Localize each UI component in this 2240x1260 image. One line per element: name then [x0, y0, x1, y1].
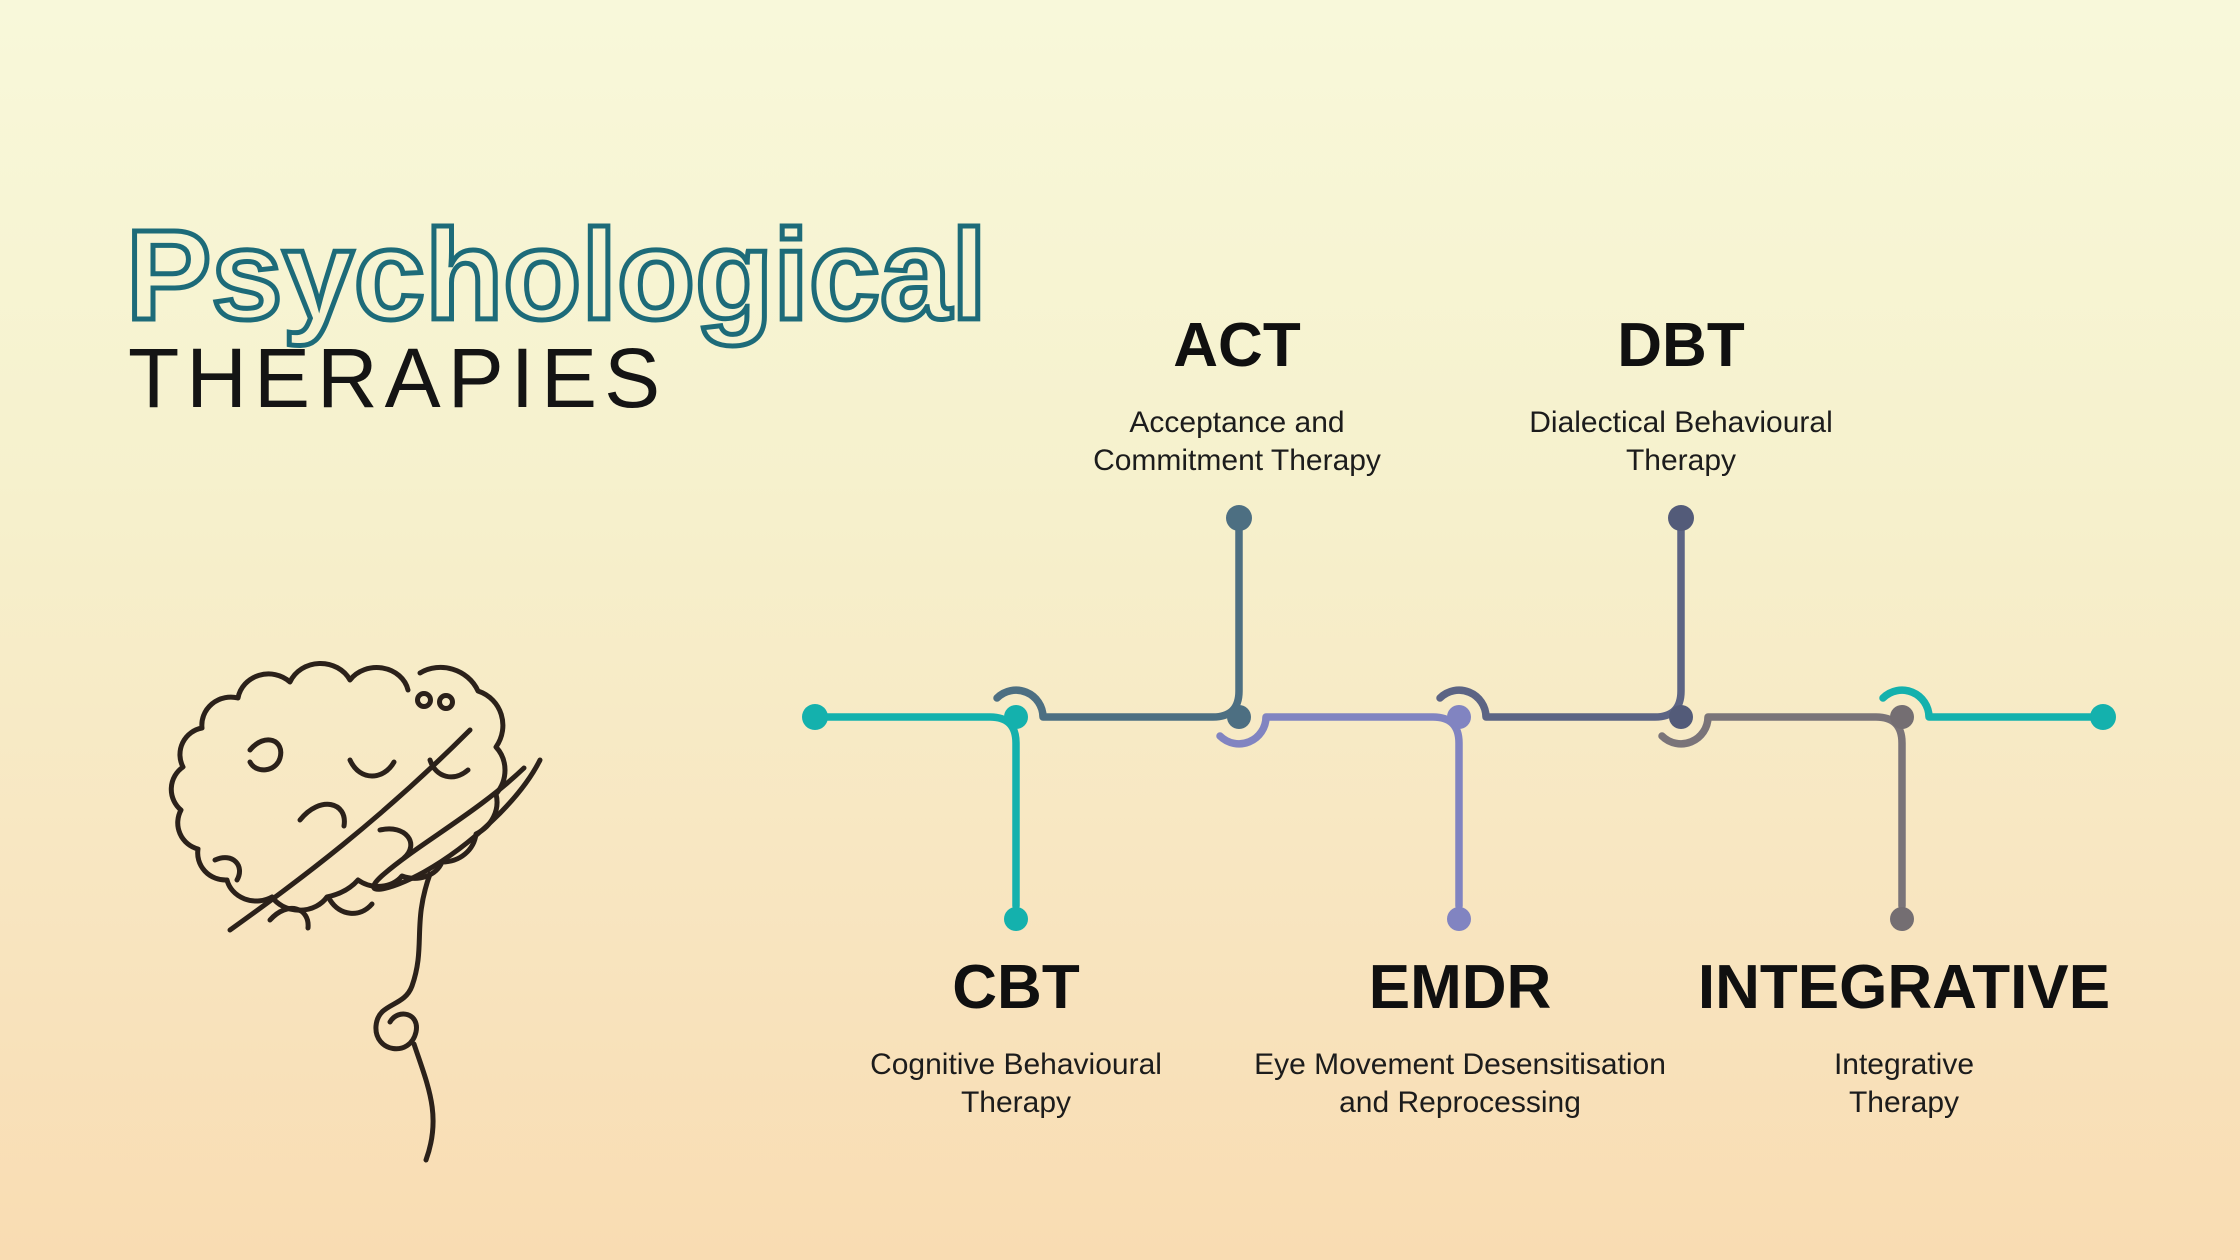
timeline-endpoint-left-dot [802, 704, 828, 730]
brain-gyri [212, 727, 473, 933]
branch-end-dot-act [1226, 505, 1252, 531]
brain-curl-right [437, 693, 455, 711]
therapy-abbr-act: ACT [1173, 311, 1301, 380]
timeline-segment-emdr-dbt [1436, 514, 1685, 721]
therapy-desc-dbt: Dialectical Behavioural Therapy [1361, 404, 2001, 480]
therapy-abbr-cbt: CBT [952, 953, 1080, 1022]
therapy-label-act: ACT Acceptance and Commitment Therapy [917, 312, 1557, 480]
therapy-desc-integrative: Integrative Therapy [1584, 1046, 2224, 1122]
therapy-abbr-integrative: INTEGRATIVE [1697, 953, 2111, 1022]
therapy-desc-line1: Eye Movement Desensitisation [1254, 1048, 1666, 1081]
therapy-desc-emdr: Eye Movement Desensitisation and Reproce… [1140, 1046, 1780, 1122]
therapy-label-dbt: DBT Dialectical Behavioural Therapy [1361, 312, 2001, 480]
timeline-node-emdr [1447, 705, 1471, 729]
therapy-desc-line2: Therapy [1848, 1086, 1960, 1119]
page-subtitle: THERAPIES [128, 330, 668, 425]
timeline-segment-act-emdr [1216, 713, 1463, 910]
brain-line-art-icon [168, 660, 543, 1163]
therapy-label-emdr: EMDR Eye Movement Desensitisation and Re… [1140, 954, 1780, 1122]
therapy-desc-act: Acceptance and Commitment Therapy [917, 404, 1557, 480]
therapy-desc-line2: Commitment Therapy [1093, 444, 1381, 477]
branch-end-dot-dbt [1668, 505, 1694, 531]
timeline-segment-start-cbt [811, 713, 1020, 910]
branch-end-dot-cbt [1004, 907, 1028, 931]
timeline-segment-dbt-integrative [1658, 713, 1906, 910]
timeline-node-dbt [1669, 705, 1693, 729]
timeline-node-integrative [1890, 705, 1914, 729]
timeline-node-act [1227, 705, 1251, 729]
brain-tail [371, 757, 543, 1163]
brain-outline [168, 660, 508, 913]
therapy-label-cbt: CBT Cognitive Behavioural Therapy [696, 954, 1336, 1122]
therapy-desc-line1: Acceptance and [1129, 406, 1345, 439]
branch-end-dot-emdr [1447, 907, 1471, 931]
therapy-desc-line2: and Reprocessing [1339, 1086, 1581, 1119]
branch-end-dot-integrative [1890, 907, 1914, 931]
timeline-node-cbt [1004, 705, 1028, 729]
timeline-segment-cbt-act [993, 514, 1243, 721]
therapy-desc-line2: Therapy [1625, 444, 1737, 477]
therapy-abbr-emdr: EMDR [1368, 953, 1552, 1022]
brain-curl-left [415, 691, 433, 709]
therapy-desc-line2: Therapy [960, 1086, 1072, 1119]
page-title: Psychological [124, 202, 990, 348]
therapy-abbr-dbt: DBT [1617, 311, 1745, 380]
therapy-label-integrative: INTEGRATIVE Integrative Therapy [1584, 954, 2224, 1122]
therapy-desc-cbt: Cognitive Behavioural Therapy [696, 1046, 1336, 1122]
therapy-desc-line1: Dialectical Behavioural [1529, 406, 1833, 439]
timeline-endpoint-right-dot [2090, 704, 2116, 730]
therapy-desc-line1: Integrative [1833, 1048, 1975, 1081]
timeline-segment-integrative-end [1879, 686, 2107, 721]
therapy-desc-line1: Cognitive Behavioural [870, 1048, 1162, 1081]
